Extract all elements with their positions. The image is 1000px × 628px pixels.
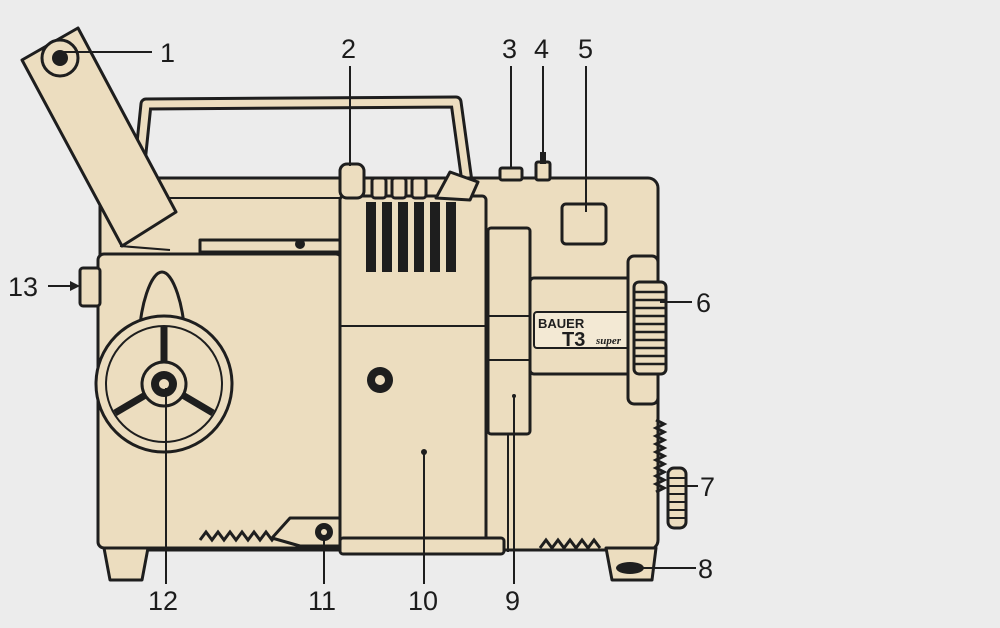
callout-13: 13 <box>8 272 38 302</box>
lens-barrel <box>528 276 636 376</box>
brand-badge: BAUER T3 super <box>538 316 622 351</box>
callout-2: 2 <box>341 34 356 64</box>
carrying-handle <box>131 95 474 183</box>
leader-lines <box>48 51 698 584</box>
brand-model: T3 <box>562 329 585 351</box>
callout-7: 7 <box>700 472 715 502</box>
reel-arm <box>20 26 178 251</box>
reel-spindle <box>94 270 234 454</box>
top-switch <box>498 166 524 182</box>
callout-10: 10 <box>408 586 438 616</box>
callout-8: 8 <box>698 554 713 584</box>
square-button <box>560 202 608 246</box>
callout-11: 11 <box>308 586 336 616</box>
front-foot <box>604 546 658 582</box>
speed-knob <box>338 162 366 200</box>
callout-4: 4 <box>534 34 549 64</box>
rewind-knob <box>78 266 102 308</box>
top-vents <box>370 176 428 200</box>
brand-variant: super <box>595 335 622 347</box>
callout-3: 3 <box>502 34 517 64</box>
side-vent <box>652 418 668 494</box>
side-knob <box>666 466 688 530</box>
focus-ring <box>626 254 668 406</box>
top-platform <box>198 238 342 254</box>
callout-5: 5 <box>578 34 593 64</box>
callout-6: 6 <box>696 288 711 318</box>
arrow-13 <box>70 281 80 291</box>
bottom-vent-right <box>538 537 602 551</box>
callout-12: 12 <box>148 586 178 616</box>
rear-foot <box>102 546 150 582</box>
threading-lever <box>270 516 342 548</box>
base-strip <box>338 536 506 556</box>
top-lever <box>434 170 480 202</box>
callout-1: 1 <box>160 38 175 68</box>
brand-name: BAUER <box>538 316 585 331</box>
lamp-housing-cover <box>338 194 488 554</box>
callout-9: 9 <box>505 586 520 616</box>
callout-labels: 1 2 3 4 5 6 7 8 9 10 11 12 13 <box>8 34 715 616</box>
top-stud <box>534 152 552 182</box>
